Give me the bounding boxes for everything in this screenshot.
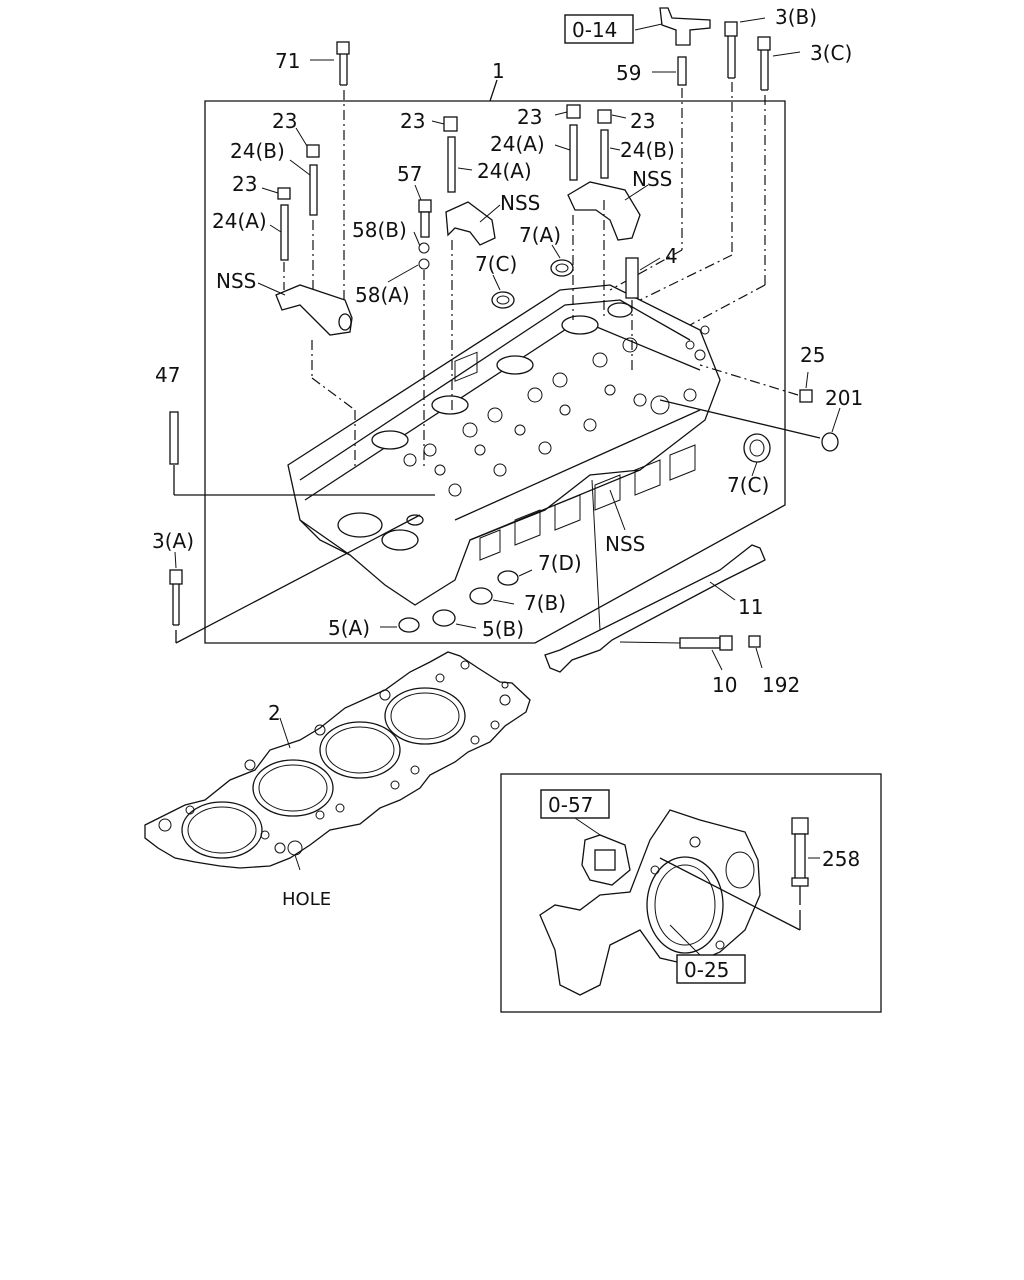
label-7d: 7(D) (538, 551, 582, 575)
label-nss-c: NSS (632, 167, 672, 191)
part-3c-bolt (689, 36, 801, 326)
label-11: 11 (738, 595, 763, 619)
label-59: 59 (616, 61, 641, 85)
part-192-nut (748, 635, 763, 669)
part-57-injector-sleeve (387, 184, 432, 470)
part-2-head-gasket (144, 651, 531, 871)
label-57: 57 (397, 162, 422, 186)
cylinder-head (287, 284, 721, 606)
label-7b: 7(B) (524, 591, 566, 615)
label-7c-a: 7(C) (475, 252, 517, 276)
label-23-d: 23 (517, 105, 542, 129)
label-5a: 5(A) (328, 616, 370, 640)
label-25: 25 (800, 343, 825, 367)
label-58a: 58(A) (355, 283, 410, 307)
label-24b-a: 24(B) (230, 139, 285, 163)
part-7a-seal (550, 244, 574, 277)
part-71-bolt (310, 41, 350, 320)
label-3c: 3(C) (810, 41, 852, 65)
right-cam-cap-group (554, 104, 649, 320)
part-4-dowel (625, 257, 661, 370)
part-0-14-sensor (564, 7, 711, 46)
label-23-a: 23 (272, 109, 297, 133)
label-23-e: 23 (630, 109, 655, 133)
label-23-c: 23 (400, 109, 425, 133)
label-47: 47 (155, 363, 180, 387)
label-201: 201 (825, 386, 863, 410)
callout-0-57: 0-57 (548, 793, 593, 817)
label-nss-b: NSS (500, 191, 540, 215)
part-3a-bolt (169, 514, 421, 644)
label-71: 71 (275, 49, 300, 73)
label-24a-b: 24(A) (477, 159, 532, 183)
label-1: 1 (492, 59, 505, 83)
part-11-bracket (544, 479, 766, 673)
label-3a: 3(A) (152, 529, 194, 553)
part-5b-seal (432, 609, 477, 629)
label-192: 192 (762, 673, 800, 697)
cylinder-head-assembly-frame (204, 79, 786, 644)
label-hole: HOLE (282, 889, 331, 910)
label-7c-b: 7(C) (727, 473, 769, 497)
label-7a: 7(A) (519, 223, 561, 247)
part-59-pin (609, 56, 687, 291)
part-25-plug (699, 364, 813, 403)
leader-nss-d (609, 489, 626, 531)
left-cam-cap-group (257, 127, 356, 470)
label-4: 4 (665, 244, 678, 268)
label-3b: 3(B) (775, 5, 817, 29)
part-10-glow-plug (619, 635, 733, 671)
part-3b-bolt (639, 17, 766, 301)
label-24a-c: 24(A) (490, 132, 545, 156)
part-7d-seal (497, 569, 533, 586)
label-23-b: 23 (232, 172, 257, 196)
inset-detail-box (500, 773, 882, 1013)
label-nss-a: NSS (216, 269, 256, 293)
part-201-plug (659, 399, 841, 452)
label-2: 2 (268, 701, 281, 725)
label-24a-a: 24(A) (212, 209, 267, 233)
part-7c-seal-right (743, 433, 771, 477)
part-5a-seal (380, 617, 420, 633)
callout-0-25: 0-25 (684, 958, 729, 982)
label-10: 10 (712, 673, 737, 697)
label-5b: 5(B) (482, 617, 524, 641)
center-cam-cap-group (431, 116, 501, 410)
callout-0-14: 0-14 (572, 18, 617, 42)
part-7c-seal-upper (491, 274, 515, 309)
label-nss-d: NSS (605, 532, 645, 556)
part-7b-seal (469, 587, 515, 605)
label-58b: 58(B) (352, 218, 407, 242)
part-47-stud (169, 411, 435, 496)
label-24b-b: 24(B) (620, 138, 675, 162)
label-258: 258 (822, 847, 860, 871)
